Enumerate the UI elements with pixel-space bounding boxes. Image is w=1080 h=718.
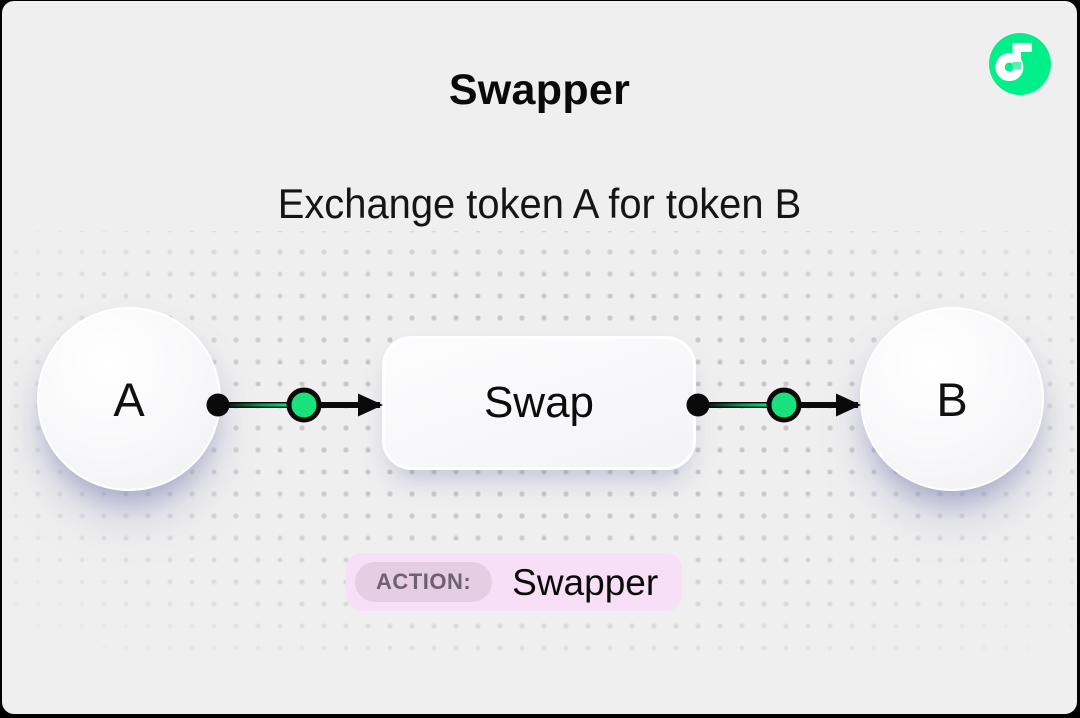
page-subtitle: Exchange token A for token B xyxy=(277,180,802,227)
token-b-node: B xyxy=(860,307,1044,491)
swap-node-label: Swap xyxy=(483,378,595,427)
token-a-label: A xyxy=(113,372,145,426)
action-badge: ACTION: Swapper xyxy=(346,553,683,611)
swap-node: Swap xyxy=(382,336,696,470)
flow-logo-icon xyxy=(989,33,1051,95)
page-title: Swapper xyxy=(448,66,631,114)
action-badge-value: Swapper xyxy=(512,561,659,603)
token-b-label: B xyxy=(936,372,968,426)
action-badge-label: ACTION: xyxy=(355,562,493,602)
token-a-node: A xyxy=(37,307,221,491)
